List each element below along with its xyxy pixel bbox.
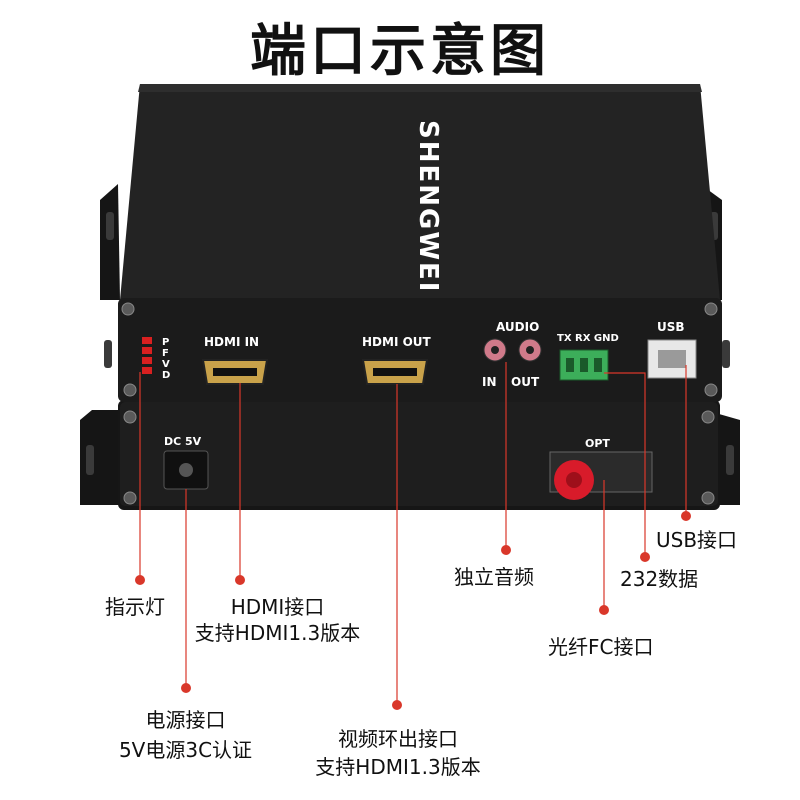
ear-slot [726, 445, 734, 475]
label-audio: 独立音频 [454, 565, 534, 589]
audio-in-label: IN [482, 375, 497, 389]
label-loop-desc: 支持HDMI1.3版本 [315, 755, 481, 779]
opt-label: OPT [585, 437, 610, 450]
led-label-p: P [162, 337, 169, 348]
left-ear-upper [100, 184, 120, 300]
led-label-f: F [162, 348, 169, 359]
led-label-d: D [162, 370, 170, 381]
label-fiber: 光纤FC接口 [548, 635, 654, 659]
upper-unit-top [120, 84, 720, 300]
label-serial: 232数据 [620, 567, 699, 591]
audio-label: AUDIO [496, 320, 539, 334]
brand-text: SHENGWEI [413, 120, 443, 293]
dc-label: DC 5V [164, 435, 202, 448]
label-loop-title: 视频环出接口 [338, 727, 458, 751]
hdmi-out-label: HDMI OUT [362, 335, 432, 349]
ear-slot [106, 212, 114, 240]
ear-slot [86, 445, 94, 475]
hdmi-in-label: HDMI IN [204, 335, 259, 349]
ear-slot [722, 340, 730, 368]
label-power-desc: 5V电源3C认证 [118, 738, 253, 762]
label-hdmi-in-title: HDMI接口 [230, 595, 325, 619]
status-leds [142, 337, 152, 374]
screws [121, 302, 718, 505]
upper-unit-front [118, 298, 722, 402]
label-usb: USB接口 [656, 528, 738, 552]
callout-dots [135, 511, 691, 710]
label-indicator: 指示灯 [105, 595, 165, 619]
callout-lines [139, 362, 687, 705]
audio-out-label: OUT [511, 375, 540, 389]
upper-unit-edge [138, 84, 702, 92]
page-title: 端口示意图 [250, 19, 550, 84]
label-power-title: 电源接口 [145, 708, 226, 732]
usb-label: USB [657, 320, 685, 334]
label-hdmi-in-desc: 支持HDMI1.3版本 [194, 621, 361, 645]
left-ear-lower [80, 410, 120, 505]
serial-label: TX RX GND [557, 333, 619, 344]
led-label-v: V [162, 359, 170, 370]
ear-slot [104, 340, 112, 368]
